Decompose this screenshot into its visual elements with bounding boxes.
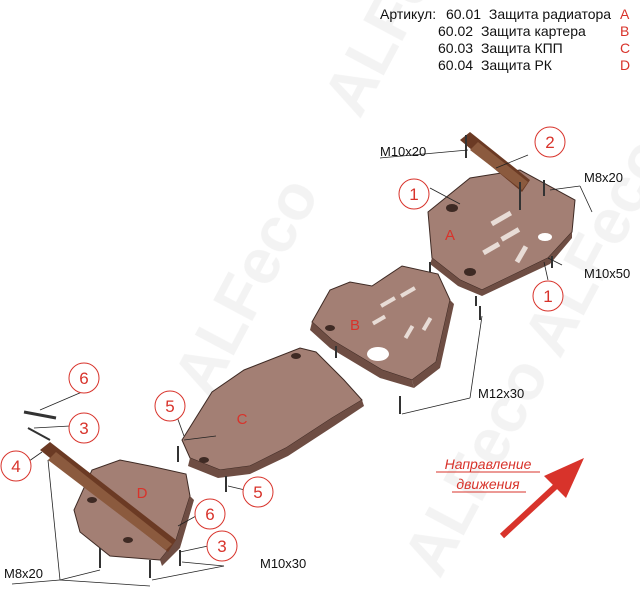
direction-line2: движения — [456, 476, 520, 492]
spec-code: 60.04 — [438, 57, 474, 73]
direction-indicator: Направление движения — [436, 456, 584, 539]
direction-arrow-icon — [544, 458, 584, 498]
direction-line1: Направление — [445, 456, 532, 472]
plate-c: C — [181, 347, 364, 478]
spec-name: Защита картера — [480, 23, 586, 39]
hw-label-m10x50: M10x50 — [584, 266, 630, 281]
spec-letter: C — [620, 40, 631, 56]
spec-code: 60.01 — [445, 6, 482, 22]
hw-label-m12x30: M12x30 — [478, 386, 524, 401]
plate-b: B — [310, 265, 454, 388]
spec-row-b: 60.02 Защита картера B — [438, 23, 629, 39]
part-label-d: D — [137, 485, 148, 502]
spec-name: Защита радиатора — [488, 6, 612, 22]
svg-text:1: 1 — [409, 185, 418, 204]
svg-text:3: 3 — [217, 537, 226, 556]
direction-arrow-shaft — [499, 483, 559, 539]
callout-1-upper: 1 — [398, 178, 430, 210]
svg-text:4: 4 — [11, 457, 20, 476]
hw-label-m10x20: M10x20 — [380, 144, 426, 159]
spec-code: 60.02 — [438, 23, 474, 39]
callouts: 1 2 1 5 5 6 3 — [0, 126, 566, 562]
spec-name: Защита КПП — [480, 40, 563, 56]
spec-row-c: 60.03 Защита КПП C — [438, 40, 630, 56]
leader-lines — [11, 149, 593, 587]
spec-letter: A — [620, 6, 630, 22]
svg-text:5: 5 — [253, 483, 262, 502]
hw-label-m8x20-top: M8x20 — [584, 170, 623, 185]
bracket-rear — [23, 410, 176, 552]
spec-row-a: Артикул: 60.01 Защита радиатора A — [380, 6, 629, 22]
spec-name: Защита РК — [480, 57, 552, 73]
spec-letter: B — [620, 23, 630, 39]
part-label-c: C — [237, 411, 248, 428]
callout-6-right: 6 — [194, 498, 226, 530]
svg-text:6: 6 — [79, 369, 88, 388]
hw-label-m8x20-bottom: M8x20 — [4, 566, 43, 581]
svg-text:3: 3 — [79, 419, 88, 438]
article-label: Артикул: — [380, 6, 437, 22]
spec-row-d: 60.04 Защита РК D — [438, 57, 630, 73]
callout-3-left: 3 — [68, 412, 100, 444]
callout-3-right: 3 — [206, 530, 238, 562]
callout-2: 2 — [534, 126, 566, 158]
callout-6-left: 6 — [68, 362, 100, 394]
callout-5-upper: 5 — [154, 390, 186, 422]
hardware-labels: M10x20 M8x20 M10x50 M12x30 M10x30 M8x20 — [4, 144, 630, 581]
bracket-radiator — [460, 132, 545, 210]
svg-text:5: 5 — [165, 397, 174, 416]
spec-code: 60.03 — [438, 40, 474, 56]
callout-5-lower: 5 — [242, 476, 274, 508]
svg-text:6: 6 — [205, 505, 214, 524]
plate-a: A — [427, 169, 576, 296]
callout-1-lower: 1 — [532, 280, 564, 312]
bolts — [99, 256, 553, 578]
part-label-b: B — [350, 317, 360, 334]
svg-text:1: 1 — [543, 287, 552, 306]
spec-letter: D — [620, 57, 631, 73]
svg-text:2: 2 — [545, 133, 554, 152]
part-label-a: A — [445, 227, 455, 244]
callout-4: 4 — [0, 450, 32, 482]
hw-label-m10x30: M10x30 — [260, 556, 306, 571]
